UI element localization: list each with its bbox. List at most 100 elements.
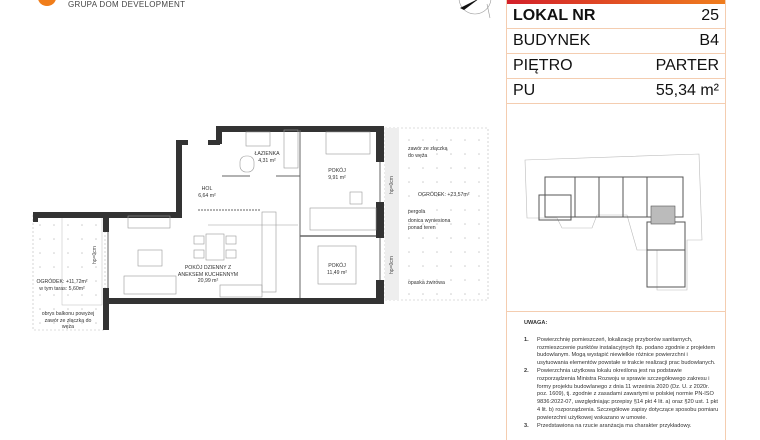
garden-right-label: OGRÓDEK: +23,57m² xyxy=(418,192,470,198)
grid-dot xyxy=(39,294,41,296)
room-name: ANEKSEM KUCHENNYM xyxy=(177,271,239,278)
grid-dot xyxy=(67,294,69,296)
threshold-label: hp=0cm xyxy=(388,176,395,194)
grid-dot xyxy=(67,238,69,240)
room-area: 4,31 m² xyxy=(258,157,276,164)
notes-title: UWAGA: xyxy=(524,320,548,326)
bathroom-wall xyxy=(216,126,222,144)
grid-dot xyxy=(450,153,452,155)
toilet xyxy=(239,155,255,173)
grid-dot xyxy=(95,266,97,268)
grid-dot xyxy=(464,279,466,281)
grid-dot xyxy=(81,322,83,324)
grid-dot xyxy=(478,237,480,239)
threshold-label: hp=0cm xyxy=(91,246,98,264)
partitions xyxy=(107,130,381,298)
grid-dot xyxy=(408,251,410,253)
note-number: 1. xyxy=(524,336,529,343)
chair xyxy=(349,191,363,205)
chair xyxy=(193,249,205,259)
grid-dot xyxy=(95,308,97,310)
info-value: PARTER xyxy=(655,57,719,74)
grid-dot xyxy=(81,224,83,226)
grid-dot xyxy=(53,322,55,324)
compass-icon xyxy=(458,0,492,19)
bathtub xyxy=(283,129,299,169)
grid-dot xyxy=(422,195,424,197)
entrance-wall xyxy=(208,140,220,145)
grid-dot xyxy=(53,238,55,240)
grid-dot xyxy=(464,293,466,295)
grid-dot xyxy=(39,224,41,226)
grid-dot xyxy=(53,266,55,268)
room-name: HOL xyxy=(201,186,213,192)
building-wing xyxy=(646,221,686,288)
notes: UWAGA: 1.Powierzchnię pomieszczeń, lokal… xyxy=(524,320,719,430)
site-plan xyxy=(524,153,703,291)
grid-dot xyxy=(408,293,410,295)
threshold-label: hp=0cm xyxy=(388,256,395,274)
grid-dot xyxy=(408,265,410,267)
info-label: PIĘTRO xyxy=(513,57,573,74)
room-name: POKÓJ xyxy=(328,168,346,174)
grid-dot xyxy=(422,167,424,169)
gravel-label: opaska żwirowa xyxy=(408,280,445,286)
hall-left-wall xyxy=(176,142,182,218)
grid-dot xyxy=(95,224,97,226)
sofa xyxy=(123,275,177,295)
grid-dot xyxy=(436,139,438,141)
accent-bar xyxy=(507,0,725,4)
room-area: 6,64 m² xyxy=(198,192,216,199)
grid-dot xyxy=(450,167,452,169)
grid-dot xyxy=(436,237,438,239)
grid-dot xyxy=(95,252,97,254)
grid-dot xyxy=(39,322,41,324)
grid-dot xyxy=(408,139,410,141)
grid-dot xyxy=(436,195,438,197)
planter-text: ponad teren xyxy=(408,224,436,231)
note-item: 2.Powierzchnia użytkowa lokalu określona… xyxy=(524,368,719,423)
grid-dot xyxy=(464,153,466,155)
kitchen-counter xyxy=(219,284,263,298)
grid-dot xyxy=(67,280,69,282)
grid-dot xyxy=(478,223,480,225)
room-name: POKÓJ DZIENNY Z xyxy=(184,265,232,271)
grid-dot xyxy=(436,279,438,281)
grid-dot xyxy=(436,153,438,155)
chair xyxy=(225,235,237,245)
grid-dot xyxy=(450,139,452,141)
room-area: 9,91 m² xyxy=(328,174,346,181)
highlighted-unit xyxy=(650,205,676,225)
grid-dot xyxy=(450,251,452,253)
note-number: 3. xyxy=(524,422,529,429)
grid-dot xyxy=(478,181,480,183)
info-value: B4 xyxy=(699,32,719,49)
divider xyxy=(507,311,725,312)
grid-dot xyxy=(464,181,466,183)
living-left-wall xyxy=(103,212,109,232)
right-wall xyxy=(376,126,384,162)
grid-dot xyxy=(39,252,41,254)
dining-table xyxy=(205,233,225,261)
grid-dot xyxy=(67,252,69,254)
grid-dot xyxy=(81,266,83,268)
grid-dot xyxy=(422,237,424,239)
grid-dot xyxy=(422,279,424,281)
wall-stub xyxy=(33,212,38,222)
grid-dot xyxy=(39,308,41,310)
info-value: 25 xyxy=(701,7,719,24)
grid-dot xyxy=(422,153,424,155)
room-area: 11,49 m² xyxy=(326,269,348,276)
sink xyxy=(245,131,271,147)
grid-dot xyxy=(464,139,466,141)
grid-dot xyxy=(436,265,438,267)
